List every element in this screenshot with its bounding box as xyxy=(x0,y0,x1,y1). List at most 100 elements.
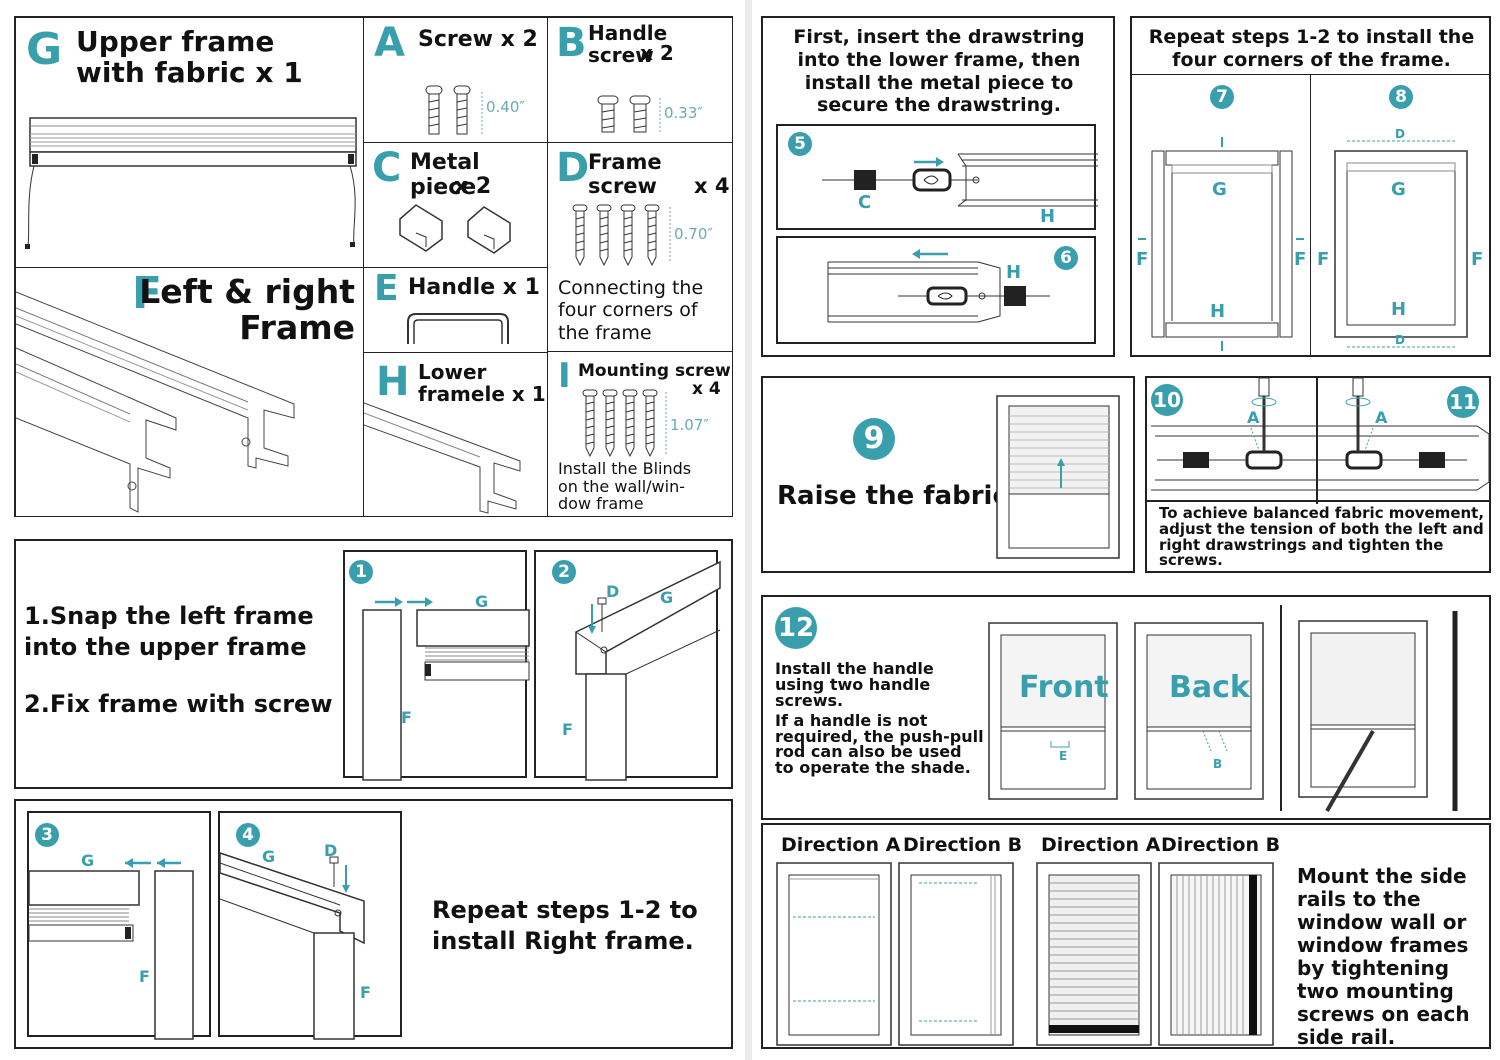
step8-label-d-top: D xyxy=(1395,127,1405,141)
direction-blind-slats xyxy=(1049,875,1244,1035)
direction-a-label-1: Direction A xyxy=(781,834,901,856)
step7-label-g: G xyxy=(1212,179,1227,200)
step1-drawing xyxy=(362,597,530,781)
frame-screw-drawing xyxy=(572,204,671,267)
step9-text: Raise the fabric xyxy=(777,481,1008,511)
part-f-cell: F Left & right Frame xyxy=(15,267,364,517)
step7-label-f-left: F xyxy=(1136,249,1149,270)
step6-number: 6 xyxy=(1054,246,1078,270)
step4-number: 4 xyxy=(236,823,260,847)
step2-number: 2 xyxy=(552,560,576,584)
part-e-letter: E xyxy=(374,268,399,309)
step5-panel: 5 C H xyxy=(776,124,1098,230)
step4-panel: 4 G D F xyxy=(218,811,402,1040)
part-f-title-line2: Frame xyxy=(239,308,355,347)
part-g-letter: G xyxy=(26,24,63,75)
part-i-note: Install the Blinds on the wall/win-dow f… xyxy=(558,459,692,514)
step3-label-f: F xyxy=(139,967,150,986)
part-i-letter: I xyxy=(558,356,571,396)
handle-drawing xyxy=(407,313,509,344)
step4-label-f: F xyxy=(360,983,371,1002)
mounting-screw-drawing xyxy=(582,389,667,458)
part-e-cell: E Handle x 1 xyxy=(363,267,548,353)
direction-b-label-2: Direction B xyxy=(1161,834,1281,856)
step12-number: 12 xyxy=(775,607,817,649)
step2-label-f: F xyxy=(562,720,573,739)
step7-drawing xyxy=(1138,137,1304,351)
step2-label-d: D xyxy=(606,582,620,601)
side-frame-drawing xyxy=(16,291,295,513)
part-h-title-line1: Lower xyxy=(418,360,487,384)
step8-label-d-bottom: D xyxy=(1395,333,1405,347)
step8-label-f-left: F xyxy=(1317,249,1330,270)
step2-text: 2.Fix frame with screw xyxy=(24,690,333,718)
directions-text: Mount the side rails to the window wall … xyxy=(1297,864,1470,1049)
step7-number: 7 xyxy=(1210,85,1234,109)
part-i-title-line2: x 4 xyxy=(692,379,721,399)
step1-number: 1 xyxy=(349,560,373,584)
part-h-cell: H Lower framele x 1 xyxy=(363,352,548,517)
part-i-cell: I Mounting screw x 4 1.07″ Install the B… xyxy=(547,351,733,517)
direction-a-label-2: Direction A xyxy=(1041,834,1161,856)
part-a-letter: A xyxy=(374,20,405,66)
part-d-cell: D Frame screw x 4 0.70″ Connecting the f… xyxy=(547,142,733,352)
step12-label-b: B xyxy=(1213,757,1223,771)
step5-label-c: C xyxy=(858,192,872,213)
step3-panel: 3 G F xyxy=(27,811,211,1040)
part-d-title-line2: x 4 xyxy=(694,174,730,198)
upper-frame-drawing xyxy=(25,117,357,249)
step7-panel: 7 G H F F xyxy=(1131,74,1311,356)
step3-label-g: G xyxy=(81,851,95,870)
step12-text1: Install the handle using two handle scre… xyxy=(775,659,934,710)
step6-drawing xyxy=(827,249,1050,323)
step8-panel: 8 D G H D F F xyxy=(1310,74,1490,356)
metal-piece-drawing xyxy=(399,204,511,254)
step11-label-a: A xyxy=(1375,408,1388,427)
directions-drawing xyxy=(776,862,1274,1046)
step8-drawing xyxy=(1334,140,1468,348)
step7-label-h: H xyxy=(1210,301,1226,322)
step10-number: 10 xyxy=(1151,384,1183,416)
part-d-dim: 0.70″ xyxy=(674,225,714,243)
part-b-cell: B Handle screw x 2 0.33″ xyxy=(547,17,733,143)
step6-label-h: H xyxy=(1006,262,1022,283)
step4-label-g: G xyxy=(262,847,276,866)
part-g-cell: G Upper frame with fabric x 1 xyxy=(15,17,364,268)
step1-label-f: F xyxy=(401,708,412,727)
step8-number: 8 xyxy=(1389,85,1413,109)
screw-a-drawing xyxy=(425,85,483,135)
step4-label-d: D xyxy=(324,841,338,860)
direction-b-label-1: Direction B xyxy=(903,834,1023,856)
part-i-dim: 1.07″ xyxy=(670,416,710,434)
step10-11-drawing xyxy=(1151,377,1490,504)
part-d-title-line1: Frame screw xyxy=(588,150,662,198)
part-g-title: Upper frame with fabric x 1 xyxy=(76,25,303,90)
part-b-title-line1: Handle screw xyxy=(588,21,668,68)
step10-label-a: A xyxy=(1247,408,1260,427)
part-h-title-line2: framele x 1 xyxy=(418,382,546,406)
step8-label-h: H xyxy=(1391,299,1407,320)
step8-label-g: G xyxy=(1391,179,1406,200)
step6-panel: 6 H xyxy=(776,236,1096,344)
part-f-title-line1: Left & right xyxy=(139,272,355,311)
part-a-dim: 0.40″ xyxy=(486,98,526,116)
step1011-text: To achieve balanced fabric movement, adj… xyxy=(1159,504,1485,570)
part-c-cell: C Metal piece x 2 xyxy=(363,142,548,268)
part-b-dim: 0.33″ xyxy=(664,104,704,122)
lower-frame-drawing xyxy=(364,402,521,514)
part-b-letter: B xyxy=(556,20,587,66)
part-a-title: Screw x 2 xyxy=(418,27,538,52)
step1-panel: 1 G F xyxy=(343,550,530,781)
part-i-title-line1: Mounting screw xyxy=(578,361,731,381)
step12-front-label: Front xyxy=(1019,670,1109,705)
step2-panel: 2 D G F xyxy=(534,550,721,781)
step10-11-panel: 10 11 A A xyxy=(1145,376,1491,504)
directions-box: Direction A Direction B Direction A Dire… xyxy=(761,823,1491,1049)
step5-number: 5 xyxy=(788,132,812,156)
screw-b-drawing xyxy=(597,95,661,133)
step11-number: 11 xyxy=(1447,386,1479,418)
step12-label-e: E xyxy=(1059,749,1068,763)
part-a-cell: A Screw x 2 0.40″ xyxy=(363,17,548,143)
step56-header: First, insert the drawstring into the lo… xyxy=(793,26,1085,117)
step4-drawing xyxy=(219,851,365,1040)
